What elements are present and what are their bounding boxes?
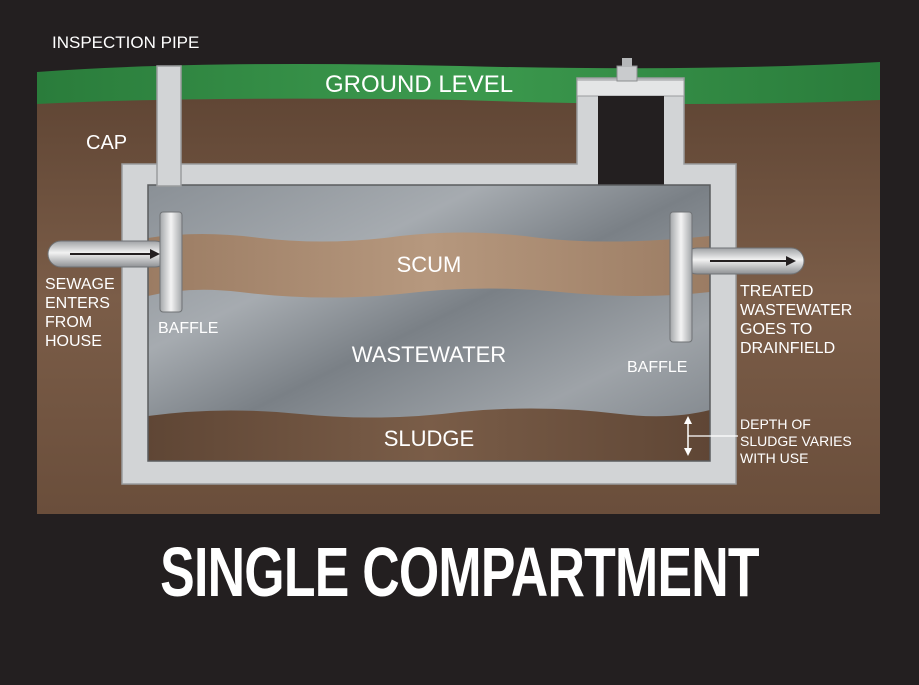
baffle-left-label: BAFFLE (158, 320, 219, 337)
sludge-layer (148, 408, 710, 461)
outlet-arrowhead (786, 256, 796, 266)
inspection-pipe (156, 65, 182, 187)
access-cap-knob (622, 58, 632, 67)
depth-arrow-down (684, 448, 692, 456)
cap-label: CAP (86, 132, 128, 154)
depth-arrow-up (684, 416, 692, 424)
access-riser (598, 96, 664, 186)
inspection-pipe-label: INSPECTION PIPE (52, 33, 200, 52)
tank-inner-outline (147, 184, 711, 462)
sludge-label: SLUDGE (383, 426, 475, 451)
sewage-enters-label: SEWAGE ENTERS FROM HOUSE (45, 276, 115, 350)
access-cap (576, 79, 685, 97)
treated-wastewater-label: TREATED WASTEWATER GOES TO DRAINFIELD (740, 283, 853, 357)
left-baffle (159, 211, 183, 313)
right-baffle (669, 211, 693, 343)
scum-layer (148, 232, 710, 298)
wastewater-label: WASTEWATER (351, 342, 507, 367)
scum-label: SCUM (396, 252, 462, 277)
inlet-arrowhead (150, 249, 160, 259)
sludge-depth-label: DEPTH OF SLUDGE VARIES WITH USE (740, 416, 852, 466)
diagram-title: SINGLE COMPARTMENT (160, 533, 759, 611)
baffle-right-label: BAFFLE (627, 359, 688, 376)
ground-level-label: GROUND LEVEL (325, 71, 514, 98)
access-cap-handle (616, 65, 638, 82)
